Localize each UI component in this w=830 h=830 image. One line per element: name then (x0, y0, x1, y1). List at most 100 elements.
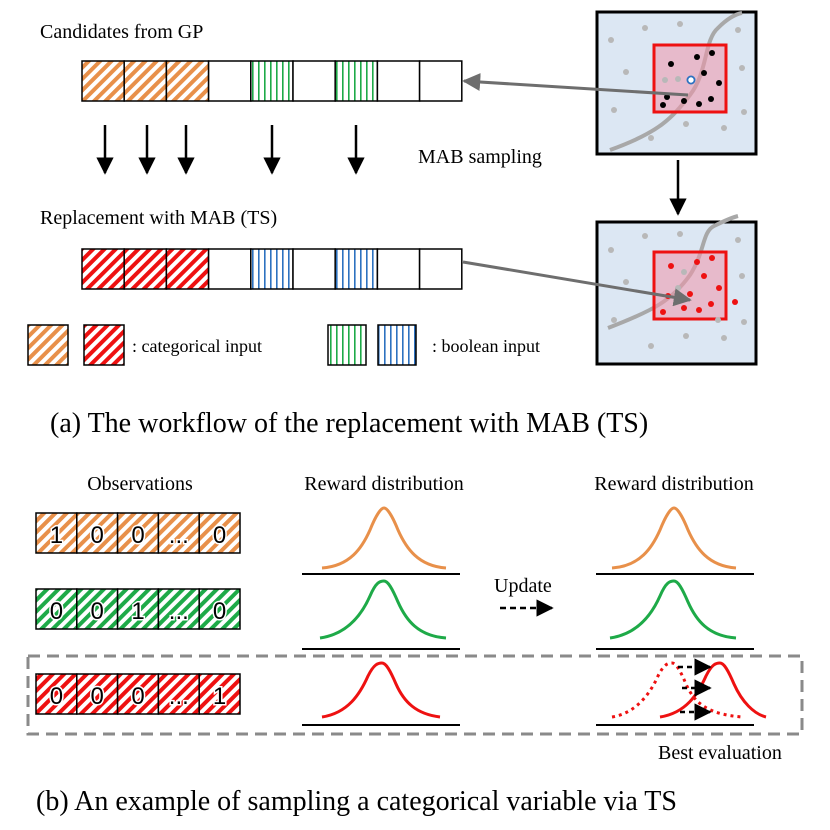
sample-point (642, 25, 648, 31)
sample-point (701, 70, 707, 76)
reward-curve-red-prior (611, 661, 743, 719)
legend-swatch-red (83, 324, 125, 366)
gp-candidate-cells (81, 60, 463, 102)
sample-point (701, 273, 707, 279)
sample-point (681, 98, 687, 104)
label-replacement-with-mab: Replacement with MAB (TS) (40, 207, 277, 229)
highlight-box-red-row (26, 654, 804, 736)
observation-value: 0 (213, 598, 226, 625)
observation-value: ... (169, 683, 189, 710)
observation-value: 0 (131, 683, 144, 710)
mab-cell-bool (334, 248, 379, 290)
reward-curves-right (596, 506, 767, 726)
observation-value: 0 (91, 522, 104, 549)
sample-point (708, 301, 714, 307)
legend: : categorical input : boolean input (27, 324, 540, 366)
observation-cell (198, 588, 241, 630)
sample-point (721, 335, 727, 341)
sample-point (696, 307, 702, 313)
reward-curves-left (302, 506, 460, 726)
sample-point (741, 109, 747, 115)
reward-curve-orange-updated (611, 506, 737, 570)
label-mab-sampling: MAB sampling (418, 146, 542, 168)
header-observations: Observations (87, 473, 193, 495)
sample-point (668, 61, 674, 67)
observation-value: 1 (131, 598, 144, 625)
caption-a: (a) The workflow of the replacement with… (50, 408, 648, 439)
observation-value: ... (169, 598, 189, 625)
sample-point (735, 27, 741, 33)
sample-point (715, 317, 721, 323)
observation-value: 0 (131, 522, 144, 549)
observation-cell (35, 512, 78, 554)
sample-point (683, 121, 689, 127)
legend-boolean-label: : boolean input (432, 336, 540, 356)
header-reward-left: Reward distribution (304, 473, 463, 495)
gp-cell-cat (123, 60, 168, 102)
observation-value: ... (169, 522, 189, 549)
mab-cell-empty (207, 248, 252, 290)
mab-cell-empty (376, 248, 421, 290)
caption-b: (b) An example of sampling a categorical… (36, 786, 677, 817)
observation-value: 0 (50, 683, 63, 710)
sample-point (694, 259, 700, 265)
observation-cell (76, 512, 119, 554)
sample-point (681, 269, 687, 275)
mab-cell-bool (250, 248, 294, 290)
observation-value: 0 (50, 598, 63, 625)
sample-point (648, 343, 654, 349)
arrow-bottom-to-panel (462, 260, 692, 307)
observation-value: 0 (213, 522, 226, 549)
gp-cell-bool (250, 60, 294, 102)
sample-point (696, 101, 702, 107)
observation-value: 1 (50, 522, 63, 549)
sample-point (732, 299, 738, 305)
sample-point (675, 285, 681, 291)
sample-point (677, 21, 683, 27)
sample-point (741, 319, 747, 325)
sample-point (675, 76, 681, 82)
mab-cell-empty (418, 248, 463, 290)
sample-point (709, 50, 715, 56)
sample-point (642, 233, 648, 239)
sample-point (677, 231, 683, 237)
gp-cell-empty (418, 60, 463, 102)
sample-point (716, 285, 722, 291)
sample-point (735, 237, 741, 243)
mab-replacement-cells (81, 248, 463, 290)
label-candidates-from-gp: Candidates from GP (40, 21, 203, 43)
legend-swatch-orange (27, 324, 69, 366)
sample-point (608, 247, 614, 253)
search-space-panel-bottom (595, 214, 758, 366)
observation-cell (198, 512, 241, 554)
legend-swatch-green (327, 324, 367, 366)
sample-point (687, 291, 693, 297)
arrow-top-panel-to-gp (462, 73, 689, 97)
reward-curve-red (321, 661, 441, 719)
mab-cell-cat (81, 248, 125, 290)
sample-point (660, 102, 666, 108)
sample-point (681, 305, 687, 311)
sample-point (694, 54, 700, 60)
observation-cell (157, 588, 200, 630)
sample-point (716, 80, 722, 86)
sample-point (648, 135, 654, 141)
gp-cell-bool (334, 60, 379, 102)
sample-point (623, 69, 629, 75)
sample-point (611, 317, 617, 323)
label-best-evaluation: Best evaluation (658, 742, 782, 764)
sample-point (662, 77, 668, 83)
mab-cell-empty (292, 248, 336, 290)
legend-swatch-blue (377, 324, 417, 366)
sample-point (683, 333, 689, 339)
sample-point (608, 37, 614, 43)
gp-cell-empty (292, 60, 336, 102)
mab-cell-cat (165, 248, 210, 290)
reward-curve-orange (321, 506, 447, 570)
sample-point (611, 107, 617, 113)
